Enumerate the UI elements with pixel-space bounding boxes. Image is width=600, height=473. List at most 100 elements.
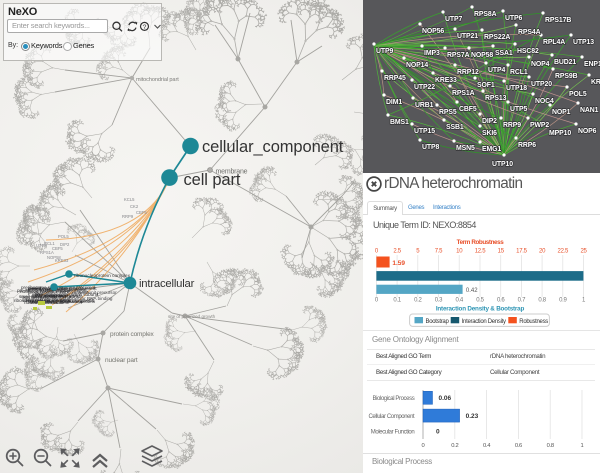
svg-text:NOP1: NOP1 (552, 109, 571, 116)
svg-text:UTP8: UTP8 (422, 144, 439, 151)
svg-text:UTP20: UTP20 (531, 81, 552, 88)
svg-text:NOP56: NOP56 (422, 28, 444, 35)
svg-text:KCL5: KCL5 (124, 197, 135, 202)
svg-text:SOF1: SOF1 (477, 82, 495, 89)
svg-text:RPS1A: RPS1A (452, 90, 475, 97)
svg-text:1: 1 (582, 298, 586, 304)
svg-text:UTP5: UTP5 (510, 106, 527, 113)
svg-text:NOP14: NOP14 (406, 62, 428, 69)
svg-text:PWP2: PWP2 (530, 122, 549, 129)
svg-text:0: 0 (375, 298, 379, 304)
svg-text:22.5: 22.5 (558, 249, 569, 255)
svg-text:UTP13: UTP13 (573, 39, 594, 46)
svg-text:0.23: 0.23 (466, 413, 479, 420)
svg-text:1: 1 (581, 443, 584, 449)
svg-text:RPS1A: RPS1A (40, 250, 54, 255)
svg-text:URB1: URB1 (415, 102, 434, 109)
svg-text:5: 5 (416, 249, 420, 255)
svg-text:cell part: cell part (184, 171, 241, 189)
svg-text:DIP2: DIP2 (482, 118, 497, 125)
svg-text:small nucleolar RNA binding: small nucleolar RNA binding (55, 296, 113, 301)
svg-text:ribosomal small subunit biogen: ribosomal small subunit biogenesis (23, 298, 95, 303)
svg-text:ENP1: ENP1 (584, 61, 600, 68)
svg-text:RPS22A: RPS22A (484, 34, 510, 41)
svg-text:DIM1: DIM1 (386, 99, 402, 106)
svg-text:0.6: 0.6 (515, 443, 522, 449)
svg-text:RPS13: RPS13 (485, 95, 507, 102)
svg-text:Biological Process: Biological Process (372, 396, 414, 402)
svg-text:25: 25 (580, 249, 587, 255)
svg-text:small-subunit processome: small-subunit processome (30, 299, 84, 304)
svg-text:pre-60S ribosomal particle: pre-60S ribosomal particle (17, 288, 71, 293)
svg-text:intracellular: intracellular (139, 278, 195, 290)
svg-text:NOP4: NOP4 (531, 61, 550, 68)
svg-text:NOP6: NOP6 (578, 128, 597, 135)
svg-text:CBF5: CBF5 (459, 106, 477, 113)
svg-text:0.9: 0.9 (559, 298, 567, 304)
svg-text:10: 10 (456, 249, 463, 255)
svg-text:t-UTP complex: t-UTP complex (32, 293, 63, 298)
svg-text:SKI6: SKI6 (482, 130, 497, 137)
svg-text:BUD21: BUD21 (554, 59, 576, 66)
svg-text:RPS9B: RPS9B (555, 73, 578, 80)
svg-text:0.42: 0.42 (466, 288, 478, 294)
svg-text:nucleolar preribosome: nucleolar preribosome (24, 300, 70, 305)
svg-text:cellular_component: cellular_component (202, 138, 344, 156)
svg-text:0.8: 0.8 (547, 443, 554, 449)
svg-text:NOP58: NOP58 (47, 255, 61, 260)
svg-text:protein complex: protein complex (110, 331, 155, 338)
svg-text:POL5: POL5 (569, 91, 587, 98)
svg-text:UTP4: UTP4 (488, 67, 505, 74)
svg-text:ssu processome: ssu processome (30, 300, 64, 305)
svg-text:RPL4A: RPL4A (543, 39, 565, 46)
svg-text:UTP-A complex: UTP-A complex (28, 287, 61, 292)
svg-text:NAN1: NAN1 (580, 107, 599, 114)
svg-text:KRE33: KRE33 (435, 77, 457, 84)
svg-text:small-subunit processome: small-subunit processome (19, 294, 73, 299)
svg-text:0: 0 (436, 429, 440, 436)
svg-text:POL5: POL5 (58, 234, 69, 239)
svg-text:90S preribosome: 90S preribosome (22, 295, 57, 300)
svg-text:0.4: 0.4 (483, 443, 491, 449)
svg-text:SSA1: SSA1 (495, 50, 513, 57)
svg-text:RPS7A: RPS7A (447, 52, 470, 59)
svg-text:membrane: membrane (216, 169, 248, 176)
svg-text:processome: processome (28, 290, 53, 295)
svg-text:RRP6: RRP6 (518, 142, 536, 149)
svg-text:HSC82: HSC82 (517, 48, 539, 55)
svg-text:0.06: 0.06 (439, 395, 452, 402)
svg-text:NOC4: NOC4 (535, 98, 554, 105)
svg-text:CK2: CK2 (130, 204, 139, 209)
svg-text:0: 0 (375, 249, 379, 255)
svg-text:0.7: 0.7 (518, 298, 526, 304)
svg-text:RRP45: RRP45 (384, 75, 406, 82)
svg-text:nucleolar ribonuclease P compl: nucleolar ribonuclease P complex (20, 289, 89, 294)
svg-text:0.3: 0.3 (435, 298, 443, 304)
svg-text:Molecular Function: Molecular Function (371, 430, 415, 436)
svg-text:RPS17B: RPS17B (545, 17, 571, 24)
svg-text:RPS8A: RPS8A (474, 11, 497, 18)
svg-text:EMG1: EMG1 (482, 146, 501, 153)
svg-text:DIP2: DIP2 (60, 242, 70, 247)
svg-text:17.5: 17.5 (516, 249, 527, 255)
svg-text:UTP6: UTP6 (505, 15, 522, 22)
svg-text:Interaction Density: Interaction Density (462, 319, 506, 325)
svg-text:KRE1: KRE1 (591, 79, 600, 86)
svg-text:12.5: 12.5 (475, 249, 486, 255)
svg-text:RCL1: RCL1 (44, 241, 55, 246)
svg-text:0.2: 0.2 (414, 298, 422, 304)
svg-text:Bootstrap: Bootstrap (426, 319, 450, 325)
svg-text:90S preribosome small subunit: 90S preribosome small subunit (35, 292, 99, 297)
svg-text:ribosomal subunit precursor: ribosomal subunit precursor (60, 290, 117, 295)
svg-text:0.6: 0.6 (497, 298, 505, 304)
svg-text:KRE33: KRE33 (55, 258, 69, 263)
svg-text:RRP9: RRP9 (122, 214, 134, 219)
svg-text:RRP12: RRP12 (457, 69, 479, 76)
svg-text:RCL1: RCL1 (510, 69, 528, 76)
svg-text:UTP15: UTP15 (414, 128, 435, 135)
svg-text:RRP9: RRP9 (503, 122, 521, 129)
svg-text:2.5: 2.5 (393, 249, 401, 255)
svg-text:CBF5: CBF5 (136, 210, 147, 215)
svg-text:?: ? (143, 24, 147, 31)
svg-text:Term Robustness: Term Robustness (457, 239, 505, 246)
